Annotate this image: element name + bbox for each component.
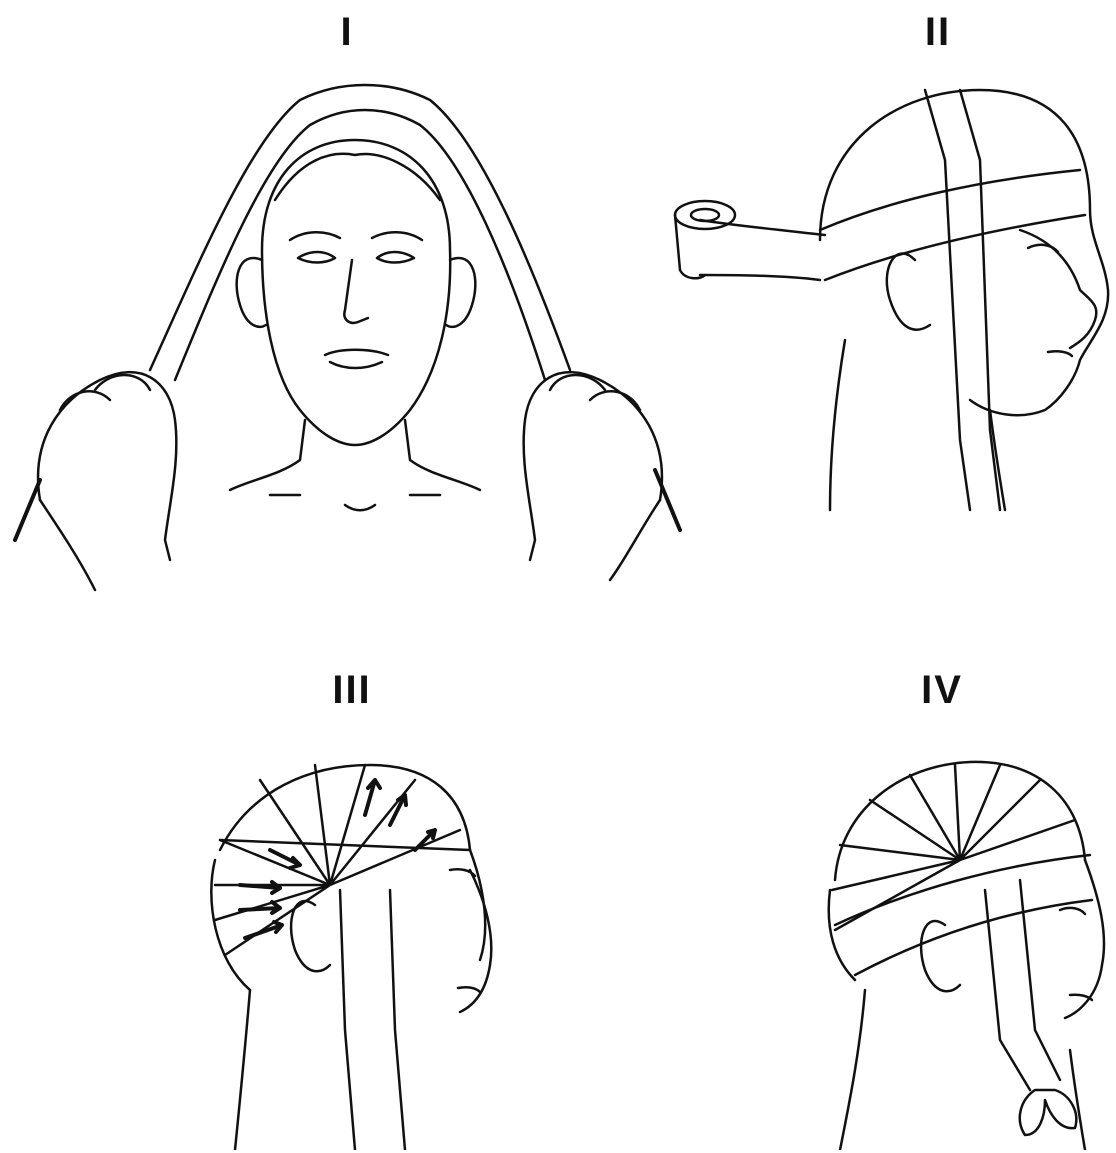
- chin-knot: [1020, 1090, 1077, 1135]
- panel-label-4: IV: [921, 668, 963, 713]
- left-hand: [38, 372, 176, 560]
- panel-label-2: II: [925, 10, 951, 55]
- head-band: [835, 855, 1090, 925]
- bandage-roll: [675, 201, 735, 229]
- bandage-strip: [150, 85, 570, 370]
- head-outline: [835, 762, 1085, 880]
- bandage-strip-inner: [175, 110, 545, 380]
- panel-label-3: III: [332, 668, 371, 713]
- vertical-strap: [340, 890, 355, 1150]
- fan-segments: [215, 765, 460, 955]
- vertical-strap: [925, 90, 970, 510]
- head-outline: [262, 140, 450, 445]
- ear: [887, 254, 930, 330]
- ear: [291, 901, 330, 971]
- head-outline: [820, 90, 1108, 415]
- panel-4-illustration: [780, 750, 1116, 1150]
- head-band: [820, 170, 1080, 230]
- panel-3-illustration: [190, 750, 520, 1150]
- fan-segments: [832, 765, 1075, 930]
- panel-1-illustration: [0, 80, 700, 600]
- panel-2-illustration: [660, 80, 1116, 520]
- panel-label-1: I: [340, 10, 353, 55]
